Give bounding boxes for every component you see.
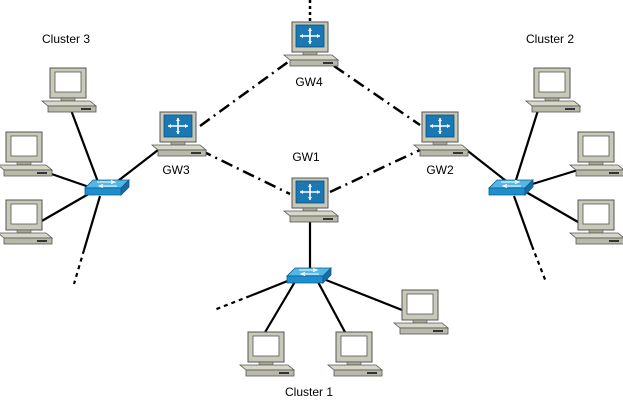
label-gw4: GW4: [295, 75, 323, 89]
label-gw1: GW1: [292, 150, 320, 164]
router-workstation-icon: [413, 111, 469, 157]
label-cluster3: Cluster 3: [42, 32, 90, 46]
link-switch1-pc: [317, 281, 347, 335]
link-gw3-gw1: [199, 148, 291, 196]
links: [39, 0, 579, 335]
router-workstation-icon: [283, 21, 339, 67]
link-switch1-pc: [325, 278, 403, 312]
link-gw2-switch2: [463, 147, 511, 185]
label-gw2: GW2: [426, 163, 454, 177]
pc-icon: [239, 331, 295, 377]
link-switch1-pc: [263, 279, 297, 335]
pc-icon: [41, 67, 97, 113]
label-gw3: GW3: [162, 163, 190, 177]
link-gw1-gw2: [329, 148, 421, 194]
pc-icon: [327, 331, 383, 377]
label-cluster1: Cluster 1: [285, 385, 333, 399]
switch-icon: [84, 179, 130, 196]
link-switch3-more-dots: [72, 249, 86, 285]
link-switch2-pc: [525, 191, 579, 223]
pc-icon: [569, 199, 623, 245]
link-switch3-pc: [39, 191, 93, 223]
link-switch2-more-dots: [530, 245, 548, 283]
link-switch3-pc: [66, 101, 100, 183]
link-gw3-gw4: [199, 60, 289, 128]
pc-icon: [0, 199, 53, 245]
router-workstation-icon: [283, 177, 339, 223]
link-gw3-switch3: [113, 149, 159, 185]
link-switch1-more: [249, 278, 291, 298]
link-gw4-gw2: [333, 64, 421, 127]
pc-icon: [569, 131, 623, 177]
pc-icon: [393, 289, 449, 335]
link-switch2-more: [512, 195, 534, 247]
switch-icon: [286, 267, 332, 284]
pc-icon: [0, 131, 53, 177]
link-switch2-pc: [514, 103, 542, 181]
label-cluster2: Cluster 2: [526, 32, 574, 46]
link-switch2-pc: [525, 168, 579, 188]
router-workstation-icon: [151, 111, 207, 157]
switch-icon: [488, 179, 534, 196]
pc-icon: [525, 67, 581, 113]
link-switch3-more: [82, 195, 102, 251]
link-switch1-more-dots: [213, 294, 251, 312]
